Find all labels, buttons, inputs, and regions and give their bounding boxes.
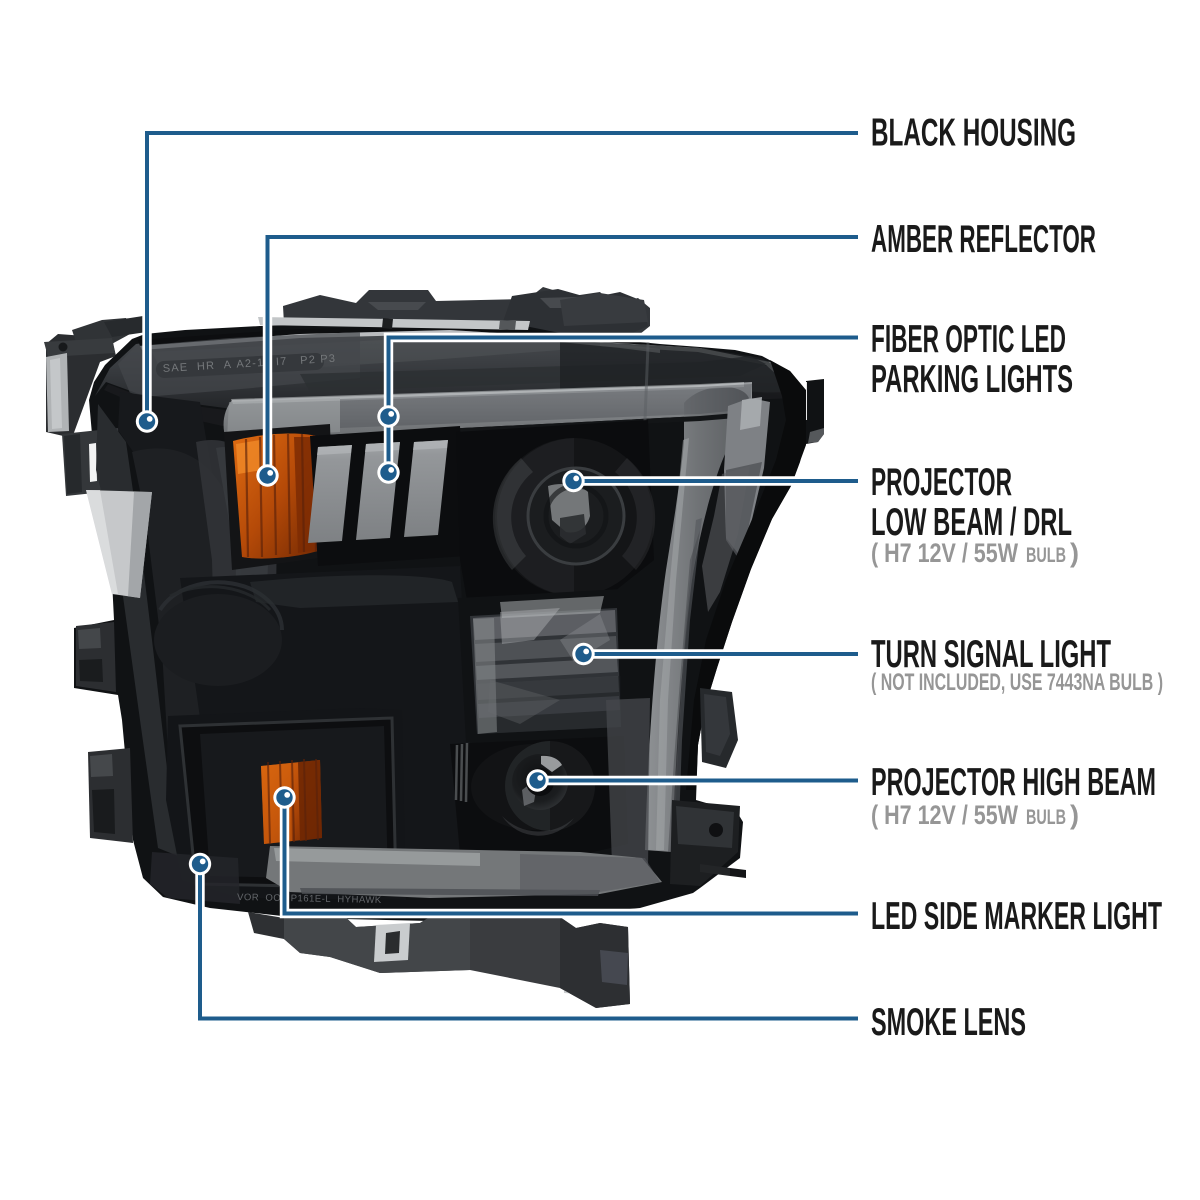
svg-text:): ) [1070, 800, 1079, 830]
svg-text:( H7 12V / 55W: ( H7 12V / 55W [871, 800, 1018, 830]
svg-text:( H7 12V / 55W: ( H7 12V / 55W [871, 538, 1018, 568]
svg-text:FIBER OPTIC LED: FIBER OPTIC LED [871, 318, 1066, 361]
svg-text:LOW BEAM / DRL: LOW BEAM / DRL [871, 501, 1072, 544]
svg-text:PROJECTOR HIGH BEAM: PROJECTOR HIGH BEAM [871, 761, 1156, 804]
svg-text:TURN SIGNAL LIGHT: TURN SIGNAL LIGHT [871, 633, 1111, 676]
svg-text:PROJECTOR: PROJECTOR [871, 461, 1012, 504]
svg-text:SMOKE LENS: SMOKE LENS [871, 1001, 1026, 1044]
svg-text:BULB: BULB [1026, 806, 1066, 829]
svg-text:AMBER REFLECTOR: AMBER REFLECTOR [871, 218, 1096, 261]
svg-text:( NOT INCLUDED, USE 7443NA BUL: ( NOT INCLUDED, USE 7443NA BULB ) [871, 669, 1163, 696]
svg-text:PARKING LIGHTS: PARKING LIGHTS [871, 358, 1073, 401]
svg-text:BULB: BULB [1026, 544, 1066, 567]
svg-text:BLACK HOUSING: BLACK HOUSING [871, 112, 1076, 155]
svg-text:): ) [1070, 538, 1079, 568]
svg-text:VOR OO P161E-L HYHAWK: VOR OO P161E-L HYHAWK [237, 892, 382, 906]
svg-text:LED SIDE MARKER LIGHT: LED SIDE MARKER LIGHT [871, 895, 1162, 938]
